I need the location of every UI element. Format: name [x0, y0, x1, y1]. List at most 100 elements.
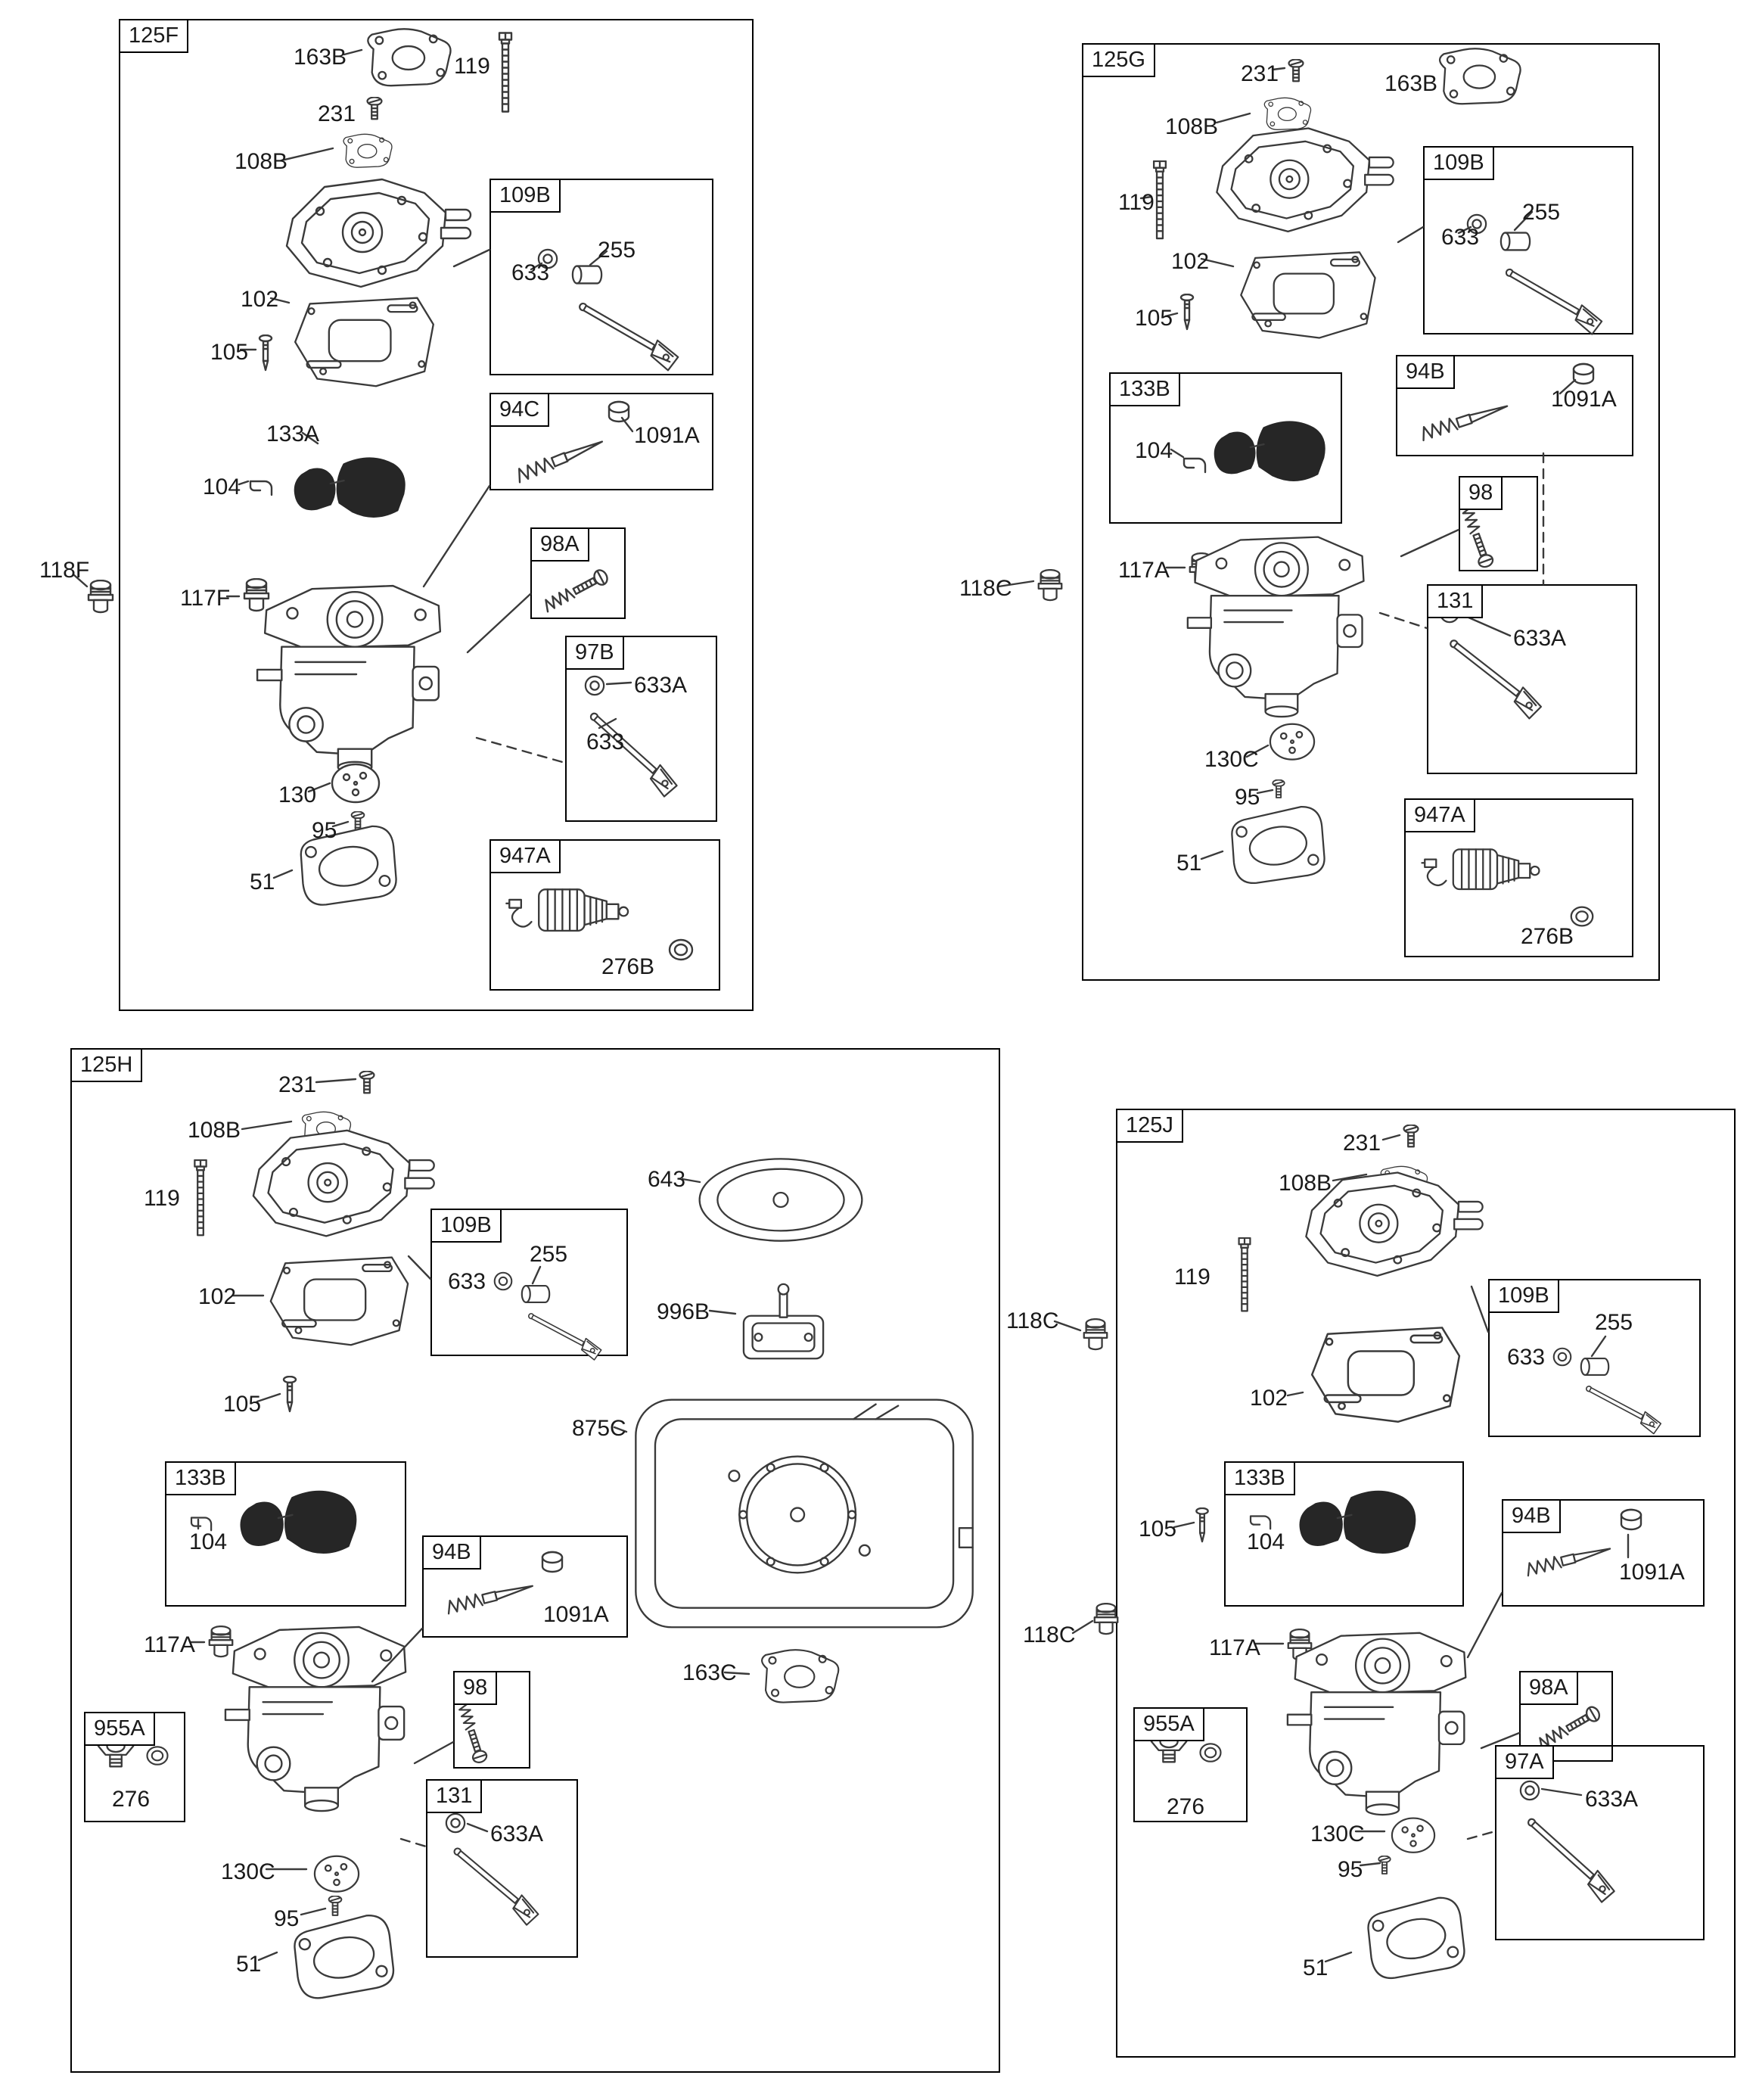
screw-95-illustration	[1272, 779, 1285, 798]
diaphragm-643-illustration	[698, 1158, 863, 1242]
part-label-255: 255	[1595, 1310, 1633, 1335]
seal-276b-illustration	[1570, 906, 1594, 927]
part-label-255: 255	[1522, 200, 1561, 225]
inset-133b-border	[1224, 1461, 1464, 1607]
leader-lines-125h	[189, 1078, 751, 1962]
needle-valve-illustration	[444, 1579, 536, 1615]
part-label-104: 104	[1135, 438, 1173, 463]
needle-valve-illustration	[1524, 1542, 1613, 1577]
inset-tag-94b: 94B	[1502, 1499, 1561, 1533]
inset-tag-94c: 94C	[489, 393, 550, 427]
clip-104-illustration	[1249, 1515, 1272, 1530]
leader-lines-125j	[1053, 1134, 1630, 1963]
part-label-102: 102	[241, 287, 279, 312]
inset-tag-131: 131	[426, 1779, 483, 1813]
part-label-104: 104	[189, 1529, 228, 1554]
part-label-105: 105	[1139, 1517, 1177, 1542]
inset-tag-97b: 97B	[565, 636, 624, 670]
inset-tag-109b: 109B	[1423, 146, 1494, 180]
part-label-643: 643	[648, 1167, 686, 1192]
gasket-163b-illustration	[367, 28, 452, 87]
inset-tag-94b: 94B	[1396, 355, 1455, 389]
part-label-1091a: 1091A	[1619, 1560, 1685, 1585]
part-label-118c: 118C	[1023, 1622, 1076, 1647]
part-label-633a: 633A	[1585, 1787, 1639, 1812]
part-label-119: 119	[454, 54, 490, 79]
part-label-633: 633	[448, 1269, 486, 1294]
choke-shaft-illustration	[524, 1308, 604, 1361]
washer-633a-illustration	[1519, 1780, 1540, 1801]
screw-95-illustration	[1378, 1856, 1391, 1874]
gasket-plate-102-illustration	[1240, 251, 1376, 339]
part-label-231: 231	[1343, 1131, 1381, 1156]
cap-1091a-illustration	[541, 1551, 564, 1573]
part-label-102: 102	[198, 1284, 237, 1309]
part-label-130c: 130C	[221, 1859, 275, 1884]
part-label-633a: 633A	[1513, 626, 1567, 651]
inset-94c-border	[489, 393, 713, 490]
inset-109b-border	[489, 179, 713, 375]
inset-97a-border	[1495, 1745, 1705, 1940]
panel-tag-125g: 125G	[1082, 43, 1155, 77]
part-label-1091a: 1091A	[543, 1602, 609, 1627]
part-label-118c: 118C	[959, 576, 1012, 601]
inset-tag-947a: 947A	[489, 839, 561, 873]
part-label-102: 102	[1250, 1386, 1288, 1411]
carburetor-body-illustration	[1286, 1632, 1467, 1816]
inset-tag-98a: 98A	[1519, 1671, 1578, 1705]
part-label-996b: 996B	[657, 1299, 710, 1324]
inlet-valve-105-illustration	[1179, 294, 1195, 331]
washer-633-illustration	[1552, 1347, 1572, 1367]
part-label-51: 51	[1303, 1955, 1329, 1980]
inset-947a-border	[1404, 798, 1633, 957]
leader-lines-125g	[997, 67, 1577, 860]
inset-tag-947a: 947A	[1404, 798, 1475, 832]
inlet-valve-105-illustration	[1195, 1507, 1209, 1543]
panel-125g-border	[1082, 43, 1660, 981]
gasket-51-illustration	[287, 1911, 401, 2005]
screw-231-illustration	[366, 97, 383, 120]
part-label-231: 231	[318, 101, 356, 126]
panel-125h-border	[70, 1048, 1000, 2073]
part-label-1091a: 1091A	[1551, 387, 1617, 412]
part-label-117a: 117A	[1118, 558, 1170, 583]
bushing-255-illustration	[1500, 232, 1531, 251]
plate-108b-illustration	[1263, 97, 1312, 131]
screw-119-illustration	[498, 32, 513, 113]
part-label-633a: 633A	[490, 1822, 544, 1846]
fitting-118c-illustration	[1093, 1603, 1119, 1635]
part-label-118f: 118F	[39, 558, 90, 583]
inset-133b-border	[1109, 372, 1342, 524]
bushing-255-illustration	[521, 1284, 551, 1304]
screw-231-illustration	[359, 1071, 375, 1094]
inset-tag-131: 131	[1427, 584, 1484, 618]
inset-tag-133b: 133B	[1224, 1461, 1295, 1495]
part-label-119: 119	[144, 1186, 180, 1211]
part-label-276: 276	[112, 1787, 151, 1812]
gasket-plate-102-illustration	[294, 297, 434, 387]
part-label-130c: 130C	[1310, 1822, 1365, 1846]
part-label-108b: 108B	[1165, 114, 1219, 139]
carburetor-body-illustration	[256, 584, 442, 774]
inset-tag-98: 98	[453, 1671, 498, 1705]
choke-shaft-illustration	[573, 297, 682, 372]
choke-shaft-illustration	[1581, 1381, 1664, 1436]
inlet-valve-105-illustration	[282, 1376, 297, 1413]
part-label-163c: 163C	[682, 1660, 737, 1685]
inset-tag-133b: 133B	[165, 1461, 236, 1495]
screw-231-illustration	[1403, 1125, 1419, 1148]
part-label-117f: 117F	[180, 586, 231, 611]
gasket-51-illustration	[1361, 1893, 1472, 1985]
part-label-95: 95	[1235, 785, 1260, 810]
part-label-108b: 108B	[1279, 1171, 1332, 1196]
float-133b-illustration	[240, 1490, 357, 1554]
inset-109b-border	[1488, 1279, 1701, 1437]
inset-tag-133b: 133B	[1109, 372, 1180, 406]
inset-tag-98a: 98A	[530, 527, 589, 562]
part-label-104: 104	[1247, 1529, 1285, 1554]
choke-shaft-illustration	[1500, 263, 1605, 337]
inset-131-border	[426, 1779, 578, 1958]
fitting-117f-illustration	[243, 578, 270, 612]
part-label-276b: 276B	[1521, 924, 1574, 949]
